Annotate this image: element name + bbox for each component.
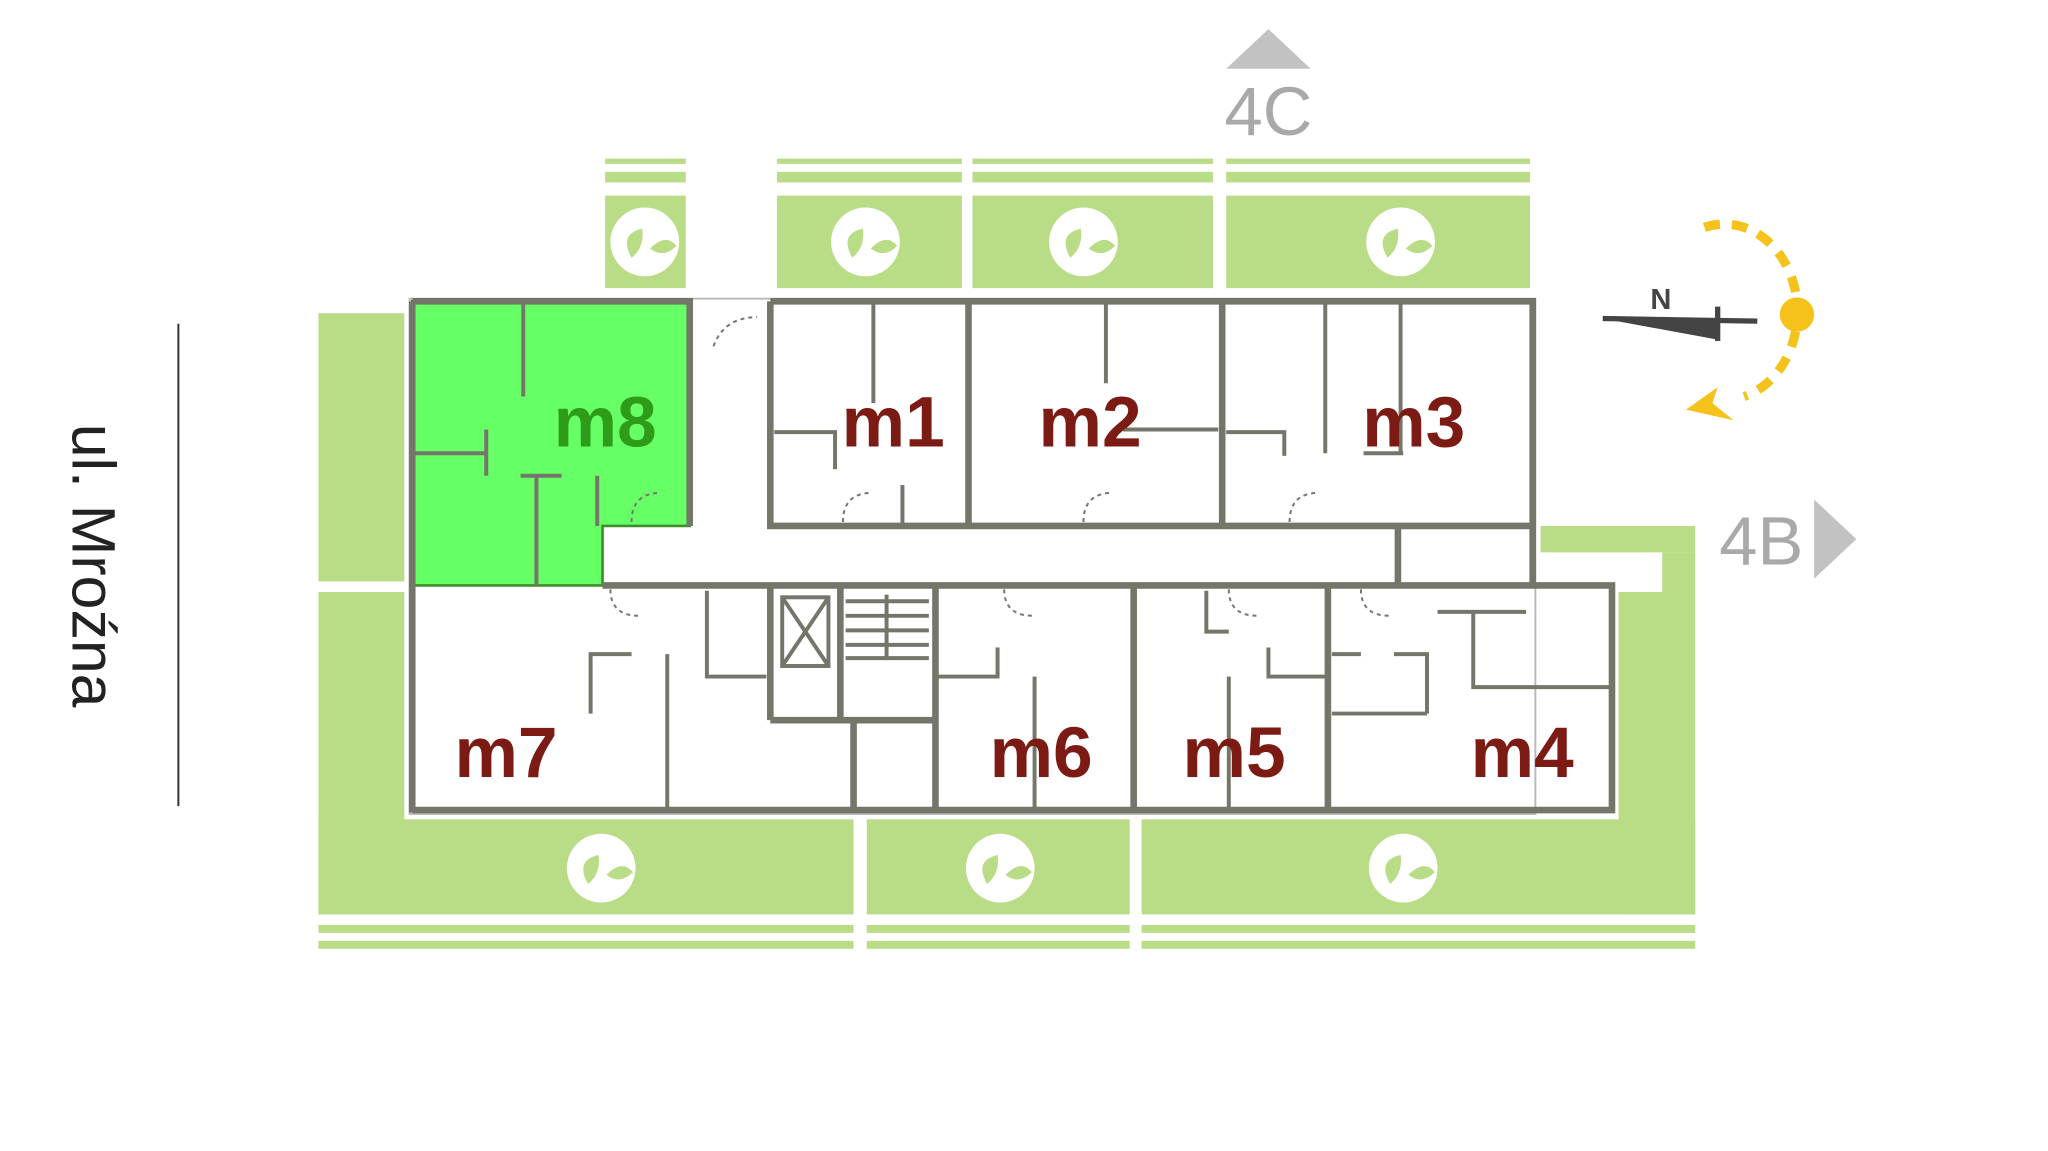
wing-4c-link[interactable]: 4C bbox=[1225, 29, 1313, 150]
unit-label: m4 bbox=[1471, 713, 1574, 793]
sun-icon bbox=[1779, 297, 1815, 332]
unit-m3[interactable]: m3 bbox=[1225, 304, 1530, 523]
wing-4b-link[interactable]: 4B bbox=[1719, 499, 1857, 580]
unit-label: m3 bbox=[1362, 383, 1465, 463]
leaf-icon bbox=[566, 833, 636, 903]
unit-label: m5 bbox=[1183, 713, 1286, 793]
unit-m6[interactable]: m6 bbox=[938, 588, 1131, 807]
leaf-icons bbox=[566, 207, 1438, 903]
unit-label: m1 bbox=[842, 383, 945, 463]
unit-label: m2 bbox=[1039, 383, 1142, 463]
leaf-icon bbox=[1049, 207, 1118, 277]
unit-label: m7 bbox=[455, 713, 558, 793]
unit-m2[interactable]: m2 bbox=[971, 304, 1219, 523]
leaf-icon bbox=[1368, 833, 1438, 903]
leaf-icon bbox=[610, 207, 680, 277]
walls bbox=[408, 297, 1616, 815]
street: ul. Mroźna bbox=[60, 323, 180, 807]
compass-sun-path-icon: N bbox=[1602, 219, 1815, 421]
unit-m7[interactable]: m7 bbox=[415, 588, 769, 807]
wing-4b-label: 4B bbox=[1719, 502, 1803, 579]
stairs-icon bbox=[845, 594, 929, 661]
elevator-icon bbox=[780, 595, 831, 668]
triangle-up-icon bbox=[1226, 29, 1311, 69]
unit-label: m8 bbox=[554, 383, 657, 463]
unit-m5[interactable]: m5 bbox=[1136, 588, 1325, 807]
triangle-right-icon bbox=[1814, 499, 1857, 579]
unit-label: m6 bbox=[990, 713, 1093, 793]
terraces bbox=[318, 158, 1696, 949]
wing-4c-label: 4C bbox=[1225, 73, 1313, 150]
compass-north-label: N bbox=[1650, 284, 1671, 316]
unit-m4[interactable]: m4 bbox=[1331, 588, 1610, 807]
leaf-icon bbox=[965, 833, 1035, 903]
leaf-icon bbox=[831, 207, 900, 277]
unit-m8[interactable]: m8 bbox=[554, 383, 657, 463]
unit-m1[interactable]: m1 bbox=[773, 304, 966, 523]
street-name: ul. Mroźna bbox=[60, 424, 128, 708]
leaf-icon bbox=[1366, 207, 1435, 277]
